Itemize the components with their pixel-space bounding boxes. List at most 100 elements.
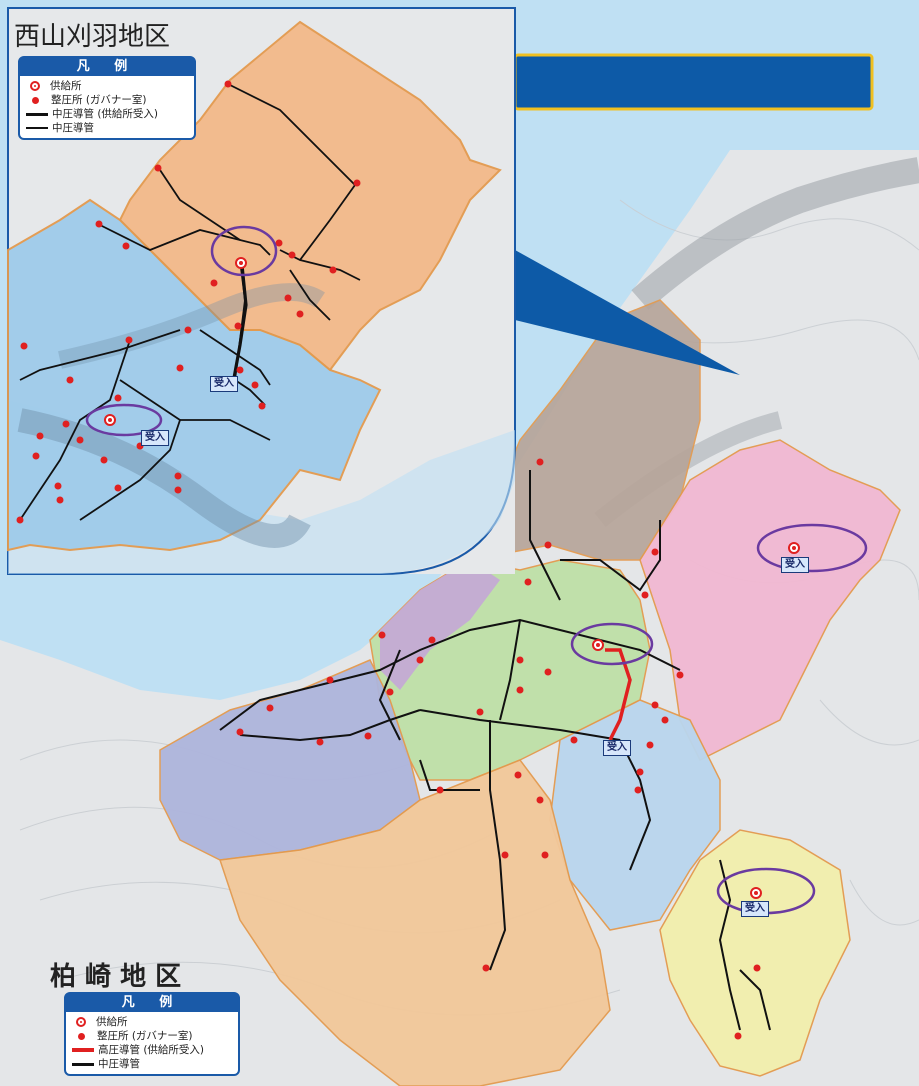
legend-item-label: 中圧導管 (供給所受入) [52,108,159,120]
regulator-station-marker [734,1032,742,1040]
inset-zone-blue [7,198,382,552]
inset-regulator-stations [16,80,361,524]
highlight-circle [570,622,654,666]
regulator-station-marker [353,179,361,187]
regulator-station-marker [651,701,659,709]
inset-pointer [515,250,740,375]
regulator-station-marker [288,251,296,259]
regulator-station-marker [386,688,394,696]
regulator-station-marker [154,164,162,172]
pipe-line-icon [72,1062,94,1066]
regulator-station-marker [210,279,218,287]
regulator-station-marker [524,578,532,586]
regulator-station-marker [174,472,182,480]
high-pressure-pipeline [605,648,632,741]
regulator-station-marker [266,704,274,712]
regulator-station-marker [544,541,552,549]
intake-label: 受入 [141,430,169,446]
regulator-station-marker [251,381,259,389]
regulator-station-marker [476,708,484,716]
regulator-station-marker [661,716,669,724]
zone-violet [380,560,500,690]
regulator-station-marker [56,496,64,504]
header-banner [513,53,874,111]
regulator-station-marker [258,402,266,410]
legend-item-label: 高圧導管 (供給所受入) [98,1044,205,1056]
terrain-ridge [631,157,919,310]
inset-intake-pipeline [232,264,248,379]
regulator-station-marker [174,486,182,494]
zone-brown [468,299,701,561]
regulator-station-marker [636,768,644,776]
regulator-station-marker [114,394,122,402]
legend-item-label: 供給所 [96,1016,128,1028]
regulator-station-marker [364,732,372,740]
regulator-station-marker [20,342,28,350]
zone-tan [218,759,611,1086]
inset-supply-station-marker [104,414,116,426]
regulator-station-marker [275,239,283,247]
high-pressure-line-icon [72,1048,94,1052]
main-legend-header: 凡 例 [66,994,238,1012]
regulator-station-marker [54,482,62,490]
highlight-circle [756,523,868,573]
thick-pipe-line-icon [26,112,48,116]
regulator-station-marker [95,220,103,228]
regulator-station-marker [122,242,130,250]
regulator-station-marker [184,326,192,334]
regulator-station-marker [284,294,292,302]
inset-legend: 凡 例 供給所 整圧所 (ガバナー室) 中圧導管 (供給所受入) 中圧導管 [18,56,196,140]
intake-label: 受入 [781,557,809,573]
regulator-station-marker [501,851,509,859]
regulator-station-marker [234,322,242,330]
legend-item-regulator: 整圧所 (ガバナー室) [72,1029,232,1043]
legend-item-supply-station: 供給所 [72,1015,232,1029]
regulator-station-marker [516,656,524,664]
regulator-station-marker [296,310,304,318]
regulator-station-marker [676,671,684,679]
regulator-station-icon [32,96,39,104]
supply-stations [592,542,800,899]
regulator-station-marker [482,964,490,972]
regulator-station-marker [436,786,444,794]
regulator-station-marker [651,548,659,556]
highlight-circle [85,403,163,437]
regulator-station-marker [125,336,133,344]
regulator-station-marker [66,376,74,384]
regulator-station-marker [514,771,522,779]
legend-item-label: 中圧導管 [52,122,94,134]
zone-yellow [659,829,851,1077]
supply-station-icon [30,81,40,91]
regulator-station-marker [236,366,244,374]
medium-pressure-pipelines [219,470,771,1031]
intake-label: 受入 [210,376,238,392]
main-legend: 凡 例 供給所 整圧所 (ガバナー室) 高圧導管 (供給所受入) 中圧導管 [64,992,240,1076]
regulator-station-marker [378,631,386,639]
regulator-station-icon [78,1032,85,1040]
regulator-station-marker [224,80,232,88]
regulator-station-marker [753,964,761,972]
regulator-station-marker [100,456,108,464]
regulator-station-marker [114,484,122,492]
inset-ridge [17,408,311,548]
regulator-stations [236,458,761,1040]
regulator-station-marker [16,516,24,524]
regulator-station-marker [570,736,578,744]
legend-item-label: 整圧所 (ガバナー室) [97,1030,193,1042]
legend-item-high-pressure: 高圧導管 (供給所受入) [72,1043,232,1057]
inset-ridge [58,283,325,369]
regulator-station-marker [36,432,44,440]
regulator-station-marker [176,364,184,372]
regulator-station-marker [516,686,524,694]
regulator-station-marker [428,636,436,644]
regulator-station-marker [326,676,334,684]
regulator-station-marker [32,452,40,460]
regulator-station-marker [641,591,649,599]
inset-supply-station-marker [235,257,247,269]
legend-item-supply-station: 供給所 [26,79,188,93]
legend-item-label: 供給所 [50,80,82,92]
supply-station-marker [592,639,604,651]
highlight-circle [210,225,278,277]
